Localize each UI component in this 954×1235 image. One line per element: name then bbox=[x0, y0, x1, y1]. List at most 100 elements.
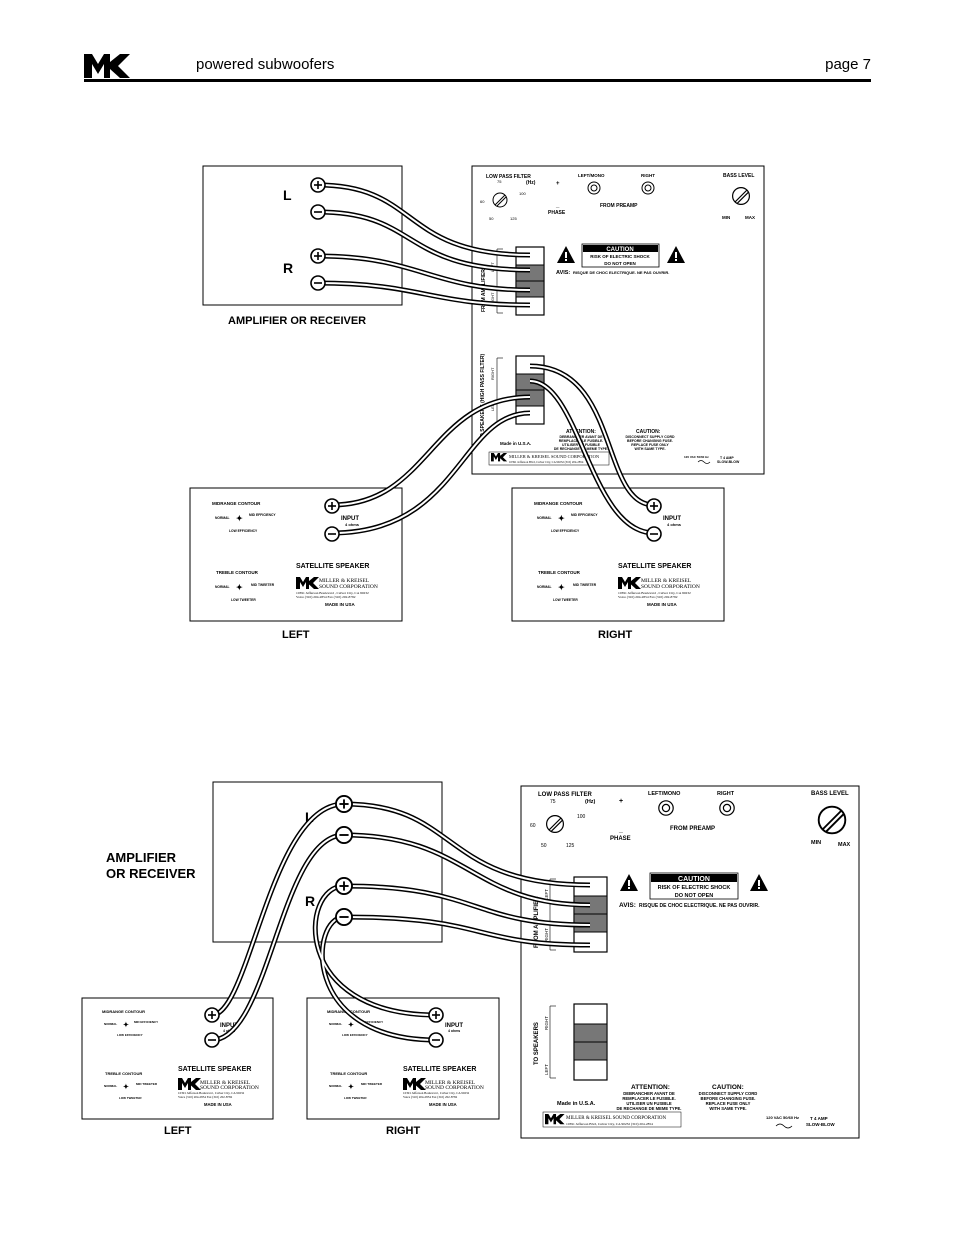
amp2-caption-2: OR RECEIVER bbox=[106, 866, 196, 881]
to-spk-left-small: LEFT bbox=[490, 401, 495, 411]
dial-125: 125 bbox=[510, 216, 517, 221]
sat-mid-eff-label: MID EFFICIENCY bbox=[249, 513, 276, 517]
sat-mid-tw-label: MID TWEETER bbox=[361, 1082, 383, 1086]
sat-normal-label: NORMAL bbox=[104, 1022, 117, 1026]
amp2-right-label: R bbox=[305, 893, 315, 909]
sat-low-tw-label: LOW TWEETER bbox=[231, 598, 256, 602]
phase-label-2: PHASE bbox=[610, 836, 631, 842]
sat-ohms-label: 4 ohms bbox=[448, 1029, 460, 1033]
amp-left-plus-terminal[interactable] bbox=[310, 177, 326, 193]
sat-right-minus-terminal[interactable] bbox=[646, 526, 662, 542]
fuse-label: T 4 AMP bbox=[720, 456, 734, 460]
right-jack[interactable] bbox=[641, 181, 655, 195]
sat-treble-label: TREBLE CONTOUR bbox=[216, 570, 259, 575]
sat-mid-tw-label: MID TWEETER bbox=[136, 1082, 158, 1086]
made-in-usa: Made in U.S.A. bbox=[500, 441, 531, 446]
avis-label: AVIS: bbox=[556, 270, 570, 276]
sat-midrange-label: MIDRANGE CONTOUR bbox=[102, 1009, 145, 1014]
sat-normal-label: NORMAL bbox=[215, 516, 229, 520]
right-jack-2[interactable] bbox=[719, 800, 735, 816]
sat2-left-plus-terminal[interactable] bbox=[204, 1007, 220, 1023]
amp2-left-minus-terminal[interactable] bbox=[335, 826, 353, 844]
to-speakers-label-2: TO SPEAKERS bbox=[534, 1022, 540, 1065]
attention-line-2-2: REMPLACER LE FUSIBLE. bbox=[622, 1096, 675, 1101]
bottom-left-caption: LEFT bbox=[164, 1125, 192, 1137]
to-spk-right-small: RIGHT bbox=[490, 367, 495, 380]
sat-treble-label: TREBLE CONTOUR bbox=[105, 1071, 142, 1076]
sat-made-label: MADE IN USA bbox=[429, 1102, 457, 1107]
sat-normal-label-2: NORMAL bbox=[215, 585, 229, 589]
amp-left-minus-terminal[interactable] bbox=[310, 204, 326, 220]
bass-level-knob-2[interactable] bbox=[817, 805, 847, 835]
sat-ohms-label: 4 ohms bbox=[667, 522, 682, 527]
to-spk-right-small-2: RIGHT bbox=[544, 1016, 549, 1030]
voltage-label-2: 120 VAC 50/60 Hz bbox=[766, 1115, 799, 1120]
sat2-right-minus-terminal[interactable] bbox=[428, 1032, 444, 1048]
sat-ohms-label: 4 ohms bbox=[345, 522, 360, 527]
amp-right-minus-terminal[interactable] bbox=[310, 275, 326, 291]
sat-left-minus-terminal[interactable] bbox=[324, 526, 340, 542]
sat-mid-eff-label: MID EFFICIENCY bbox=[134, 1020, 158, 1024]
avis-text: RISQUE DE CHOC ELECTRIQUE. NE PAS OUVRIR… bbox=[573, 270, 669, 275]
sat-title: SATELLITE SPEAKER bbox=[178, 1066, 251, 1073]
sat2-left-minus-terminal[interactable] bbox=[204, 1032, 220, 1048]
phase-minus: _ bbox=[555, 203, 560, 209]
mk-addr-text-2: 10391 Jefferson Blvd, Culver City, CA 90… bbox=[566, 1122, 653, 1127]
left-mono-jack[interactable] bbox=[587, 181, 601, 195]
sat-corp-line1: MILLER & KREISEL bbox=[425, 1080, 476, 1086]
dial-60: 60 bbox=[480, 199, 485, 204]
bass-level-knob[interactable] bbox=[732, 186, 751, 205]
sat-switch-icon-2: ✦ bbox=[558, 583, 565, 592]
sat-left-plus-terminal[interactable] bbox=[324, 498, 340, 514]
slow-blow-label-2: SLOW-BLOW bbox=[806, 1122, 835, 1127]
sat-corp-line1: MILLER & KREISEL bbox=[200, 1080, 251, 1086]
amp2-left-plus-terminal[interactable] bbox=[335, 795, 353, 813]
attention-line-3-2: UTILISER UN FUSIBLE bbox=[626, 1101, 672, 1106]
amp-caption: AMPLIFIER OR RECEIVER bbox=[228, 315, 366, 327]
amp-right-plus-terminal[interactable] bbox=[310, 248, 326, 264]
dial-75: 75 bbox=[497, 179, 502, 184]
sat-switch-icon-2: ✦ bbox=[123, 1083, 129, 1091]
ac-symbol-2 bbox=[775, 1123, 793, 1129]
sat-mid-tw-label: MID TWEETER bbox=[573, 583, 597, 587]
sat-normal-label: NORMAL bbox=[537, 516, 551, 520]
amp2-right-minus-terminal[interactable] bbox=[335, 908, 353, 926]
voltage-label: 120 VAC 50/60 Hz bbox=[684, 455, 709, 459]
dial-100-2: 100 bbox=[577, 814, 586, 820]
sat-low-eff-label: LOW EFFICIENCY bbox=[551, 529, 580, 533]
avis-label-2: AVIS: bbox=[619, 902, 636, 909]
lpf-label-2: LOW PASS FILTER bbox=[538, 792, 592, 798]
lpf-knob[interactable] bbox=[492, 192, 508, 208]
sat-input-label: INPUT bbox=[341, 516, 359, 522]
hz-label: (Hz) bbox=[526, 180, 536, 186]
bottom-right-caption: RIGHT bbox=[386, 1125, 421, 1137]
sat-switch-icon: ✦ bbox=[123, 1021, 129, 1029]
amp2-right-plus-terminal[interactable] bbox=[335, 877, 353, 895]
top-right-caption: RIGHT bbox=[598, 629, 633, 641]
sat-addr-1: 10391 Jefferson Boulevard , Culver City,… bbox=[178, 1091, 245, 1096]
sat-switch-icon: ✦ bbox=[348, 1021, 354, 1029]
left-mono-jack-2[interactable] bbox=[658, 800, 674, 816]
mk-addr-text: 10391 Jefferson Blvd, Culver City, CA 90… bbox=[509, 460, 584, 465]
min-label-2: MIN bbox=[811, 840, 821, 846]
hz-label-2: (Hz) bbox=[585, 799, 596, 805]
leftmono-label-2: LEFT/MONO bbox=[648, 791, 681, 797]
made-in-usa-2: Made in U.S.A. bbox=[557, 1101, 596, 1107]
sat-low-tw-label: LOW TWEETER bbox=[344, 1096, 367, 1100]
caution-title: CAUTION bbox=[606, 247, 633, 253]
donot-text-2: DO NOT OPEN bbox=[675, 893, 714, 899]
lpf-knob-2[interactable] bbox=[546, 814, 565, 833]
mk-corp-text: MILLER & KREISEL SOUND CORPORATION bbox=[509, 454, 600, 459]
sat-corp-line2: SOUND CORPORATION bbox=[641, 584, 700, 590]
caution-line-2: BEFORE CHANGING FUSE. bbox=[627, 439, 673, 443]
page-header: powered subwoofers page 7 bbox=[84, 52, 871, 82]
mk-logo bbox=[84, 54, 130, 78]
avis-text-2: RISQUE DE CHOC ELECTRIQUE. NE PAS OUVRIR… bbox=[639, 903, 760, 909]
sat2-right-plus-terminal[interactable] bbox=[428, 1007, 444, 1023]
sat-switch-icon: ✦ bbox=[558, 514, 565, 523]
sat-right-plus-terminal[interactable] bbox=[646, 498, 662, 514]
dial-50-2: 50 bbox=[541, 843, 547, 849]
dial-100: 100 bbox=[519, 191, 526, 196]
sat-normal-label-2: NORMAL bbox=[104, 1084, 117, 1088]
